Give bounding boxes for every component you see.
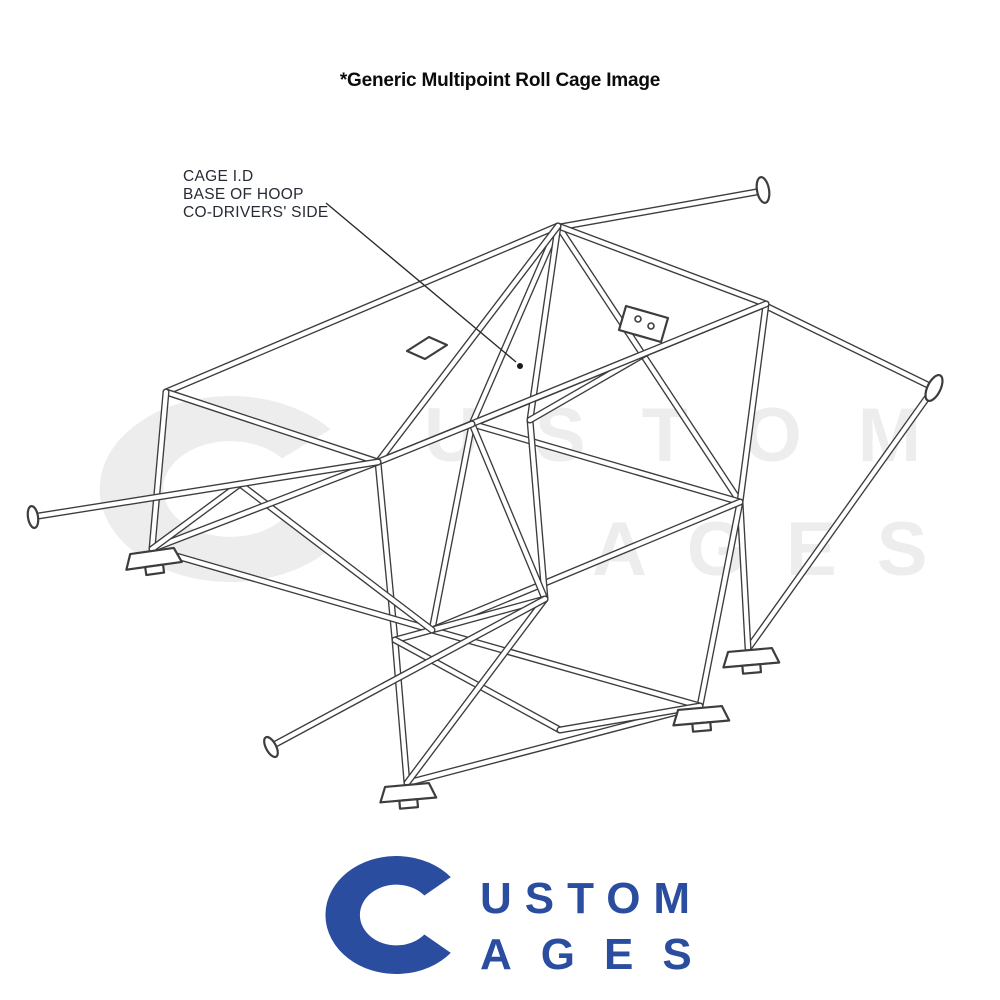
cage-tube bbox=[392, 596, 548, 643]
bolt-hole bbox=[647, 322, 655, 330]
cage-tube bbox=[375, 223, 561, 465]
cage-tube bbox=[555, 223, 743, 505]
cage-tube bbox=[375, 421, 475, 465]
mounting-feet bbox=[125, 546, 781, 810]
annotation-leader-line bbox=[325, 202, 517, 363]
cage-tube bbox=[267, 596, 548, 750]
brand-logo: USTOM AGES bbox=[318, 856, 721, 980]
tube-end-cap bbox=[755, 176, 771, 204]
cage-tube bbox=[237, 481, 435, 633]
cage-tube bbox=[149, 389, 169, 552]
annotation-dot bbox=[517, 363, 523, 369]
cage-tubes bbox=[28, 187, 938, 787]
logo-c-glyph bbox=[318, 856, 470, 979]
tube-end-caps bbox=[26, 176, 944, 759]
mounting-foot bbox=[722, 646, 781, 675]
bolt-plate bbox=[617, 304, 670, 344]
cage-tube bbox=[763, 303, 937, 391]
annotation-line: BASE OF HOOP bbox=[183, 186, 304, 203]
annotation-line: CO-DRIVERS' SIDE bbox=[183, 204, 329, 221]
mounting-foot bbox=[125, 546, 183, 577]
logo-text: USTOM AGES bbox=[480, 874, 721, 980]
cage-tube bbox=[163, 389, 381, 465]
cage-tube bbox=[557, 188, 765, 230]
annotation-line: CAGE I.D bbox=[183, 168, 254, 185]
mounting-foot bbox=[379, 781, 438, 810]
cage-tube bbox=[404, 703, 703, 786]
cage-tube bbox=[747, 385, 937, 649]
page-title: *Generic Multipoint Roll Cage Image bbox=[339, 70, 661, 91]
cage-tube bbox=[555, 223, 769, 307]
cage-tube bbox=[163, 223, 561, 395]
logo-text-bottom: AGES bbox=[480, 930, 721, 979]
cage-tube bbox=[737, 499, 751, 651]
gusset-plate bbox=[405, 335, 449, 361]
cage-tube bbox=[149, 546, 435, 633]
tube-end-cap bbox=[26, 505, 40, 529]
logo-text-top: USTOM bbox=[480, 874, 704, 923]
cage-tube bbox=[149, 481, 243, 552]
cage-tube bbox=[429, 499, 743, 633]
tube-end-cap bbox=[263, 735, 279, 759]
cage-tube bbox=[557, 703, 703, 733]
gusset-plates bbox=[405, 304, 670, 361]
mounting-foot bbox=[672, 704, 731, 733]
cage-tube bbox=[469, 421, 743, 505]
bolt-hole bbox=[634, 315, 642, 323]
cage-tube bbox=[29, 459, 381, 520]
cage-id-annotation: CAGE I.D BASE OF HOOP CO-DRIVERS' SIDE bbox=[183, 168, 329, 222]
watermark-text-bottom: AGES bbox=[592, 507, 968, 592]
cage-tube bbox=[469, 421, 548, 602]
cage-tube bbox=[429, 627, 703, 709]
cage-tube bbox=[149, 459, 381, 552]
tube-end-cap bbox=[924, 373, 944, 403]
cage-tube bbox=[404, 596, 548, 786]
